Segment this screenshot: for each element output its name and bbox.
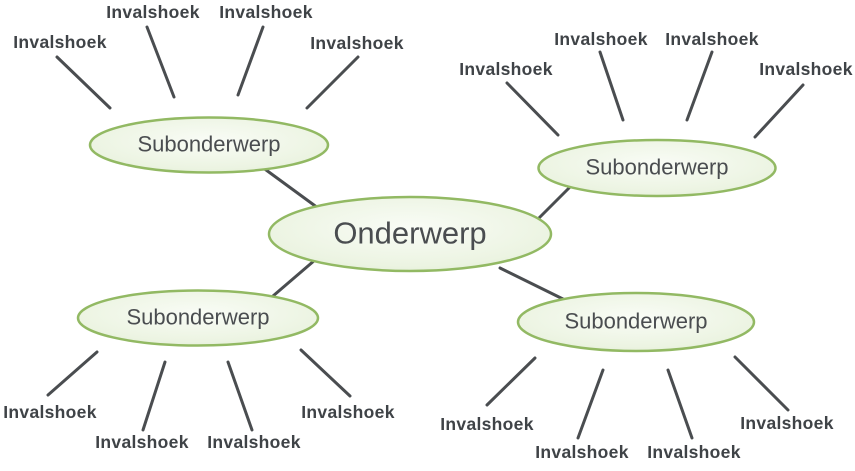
angle-line: [485, 356, 537, 407]
angle-line: [305, 55, 360, 110]
angle-line: [666, 368, 694, 440]
angle-line: [505, 81, 560, 137]
subtopic-label: Subonderwerp: [137, 132, 280, 157]
angle-line: [236, 25, 265, 97]
node-labels: Onderwerp Subonderwerp Subonderwerp Subo…: [126, 132, 728, 334]
angle-label: Invalshoek: [207, 432, 300, 452]
angle-label: Invalshoek: [95, 432, 188, 452]
angle-label: Invalshoek: [647, 442, 740, 462]
subtopic-node-topleft: [88, 116, 330, 174]
angle-label: Invalshoek: [459, 59, 552, 79]
connector-center-topright: [533, 185, 572, 224]
angle-line: [598, 50, 625, 122]
angle-label: Invalshoek: [13, 32, 106, 52]
angle-label: Invalshoek: [310, 33, 403, 53]
angle-line: [753, 83, 805, 139]
angle-line: [55, 55, 112, 110]
angle-line: [685, 50, 714, 122]
angle-label: Invalshoek: [219, 2, 312, 22]
nodes: [76, 116, 777, 353]
angle-label: Invalshoek: [740, 413, 833, 433]
subtopic-node-bottomright: [516, 291, 756, 353]
angle-line: [576, 368, 605, 440]
angle-line: [46, 350, 99, 397]
angle-lines: [46, 25, 805, 440]
angle-label: Invalshoek: [535, 442, 628, 462]
angle-label: Invalshoek: [440, 414, 533, 434]
angle-line: [733, 355, 790, 412]
angle-labels: Invalshoek Invalshoek Invalshoek Invalsh…: [3, 2, 852, 462]
angle-line: [141, 360, 167, 432]
connector-center-topleft: [260, 165, 320, 210]
angle-label: Invalshoek: [554, 29, 647, 49]
connector-center-bottomright: [498, 266, 567, 302]
angle-line: [145, 25, 176, 99]
subtopic-label: Subonderwerp: [126, 305, 269, 330]
angle-label: Invalshoek: [665, 29, 758, 49]
angle-label: Invalshoek: [759, 59, 852, 79]
angle-label: Invalshoek: [106, 2, 199, 22]
angle-line: [299, 348, 352, 398]
topic-label: Onderwerp: [333, 216, 486, 251]
angle-label: Invalshoek: [3, 402, 96, 422]
connector-center-bottomleft: [271, 258, 317, 298]
subtopic-node-topright: [537, 138, 777, 198]
subtopic-node-bottomleft: [76, 289, 320, 347]
topic-node-center: [267, 195, 553, 273]
angle-line: [226, 360, 254, 432]
angle-label: Invalshoek: [301, 402, 394, 422]
center-connectors: [260, 165, 572, 302]
subtopic-label: Subonderwerp: [585, 155, 728, 180]
subtopic-label: Subonderwerp: [564, 309, 707, 334]
